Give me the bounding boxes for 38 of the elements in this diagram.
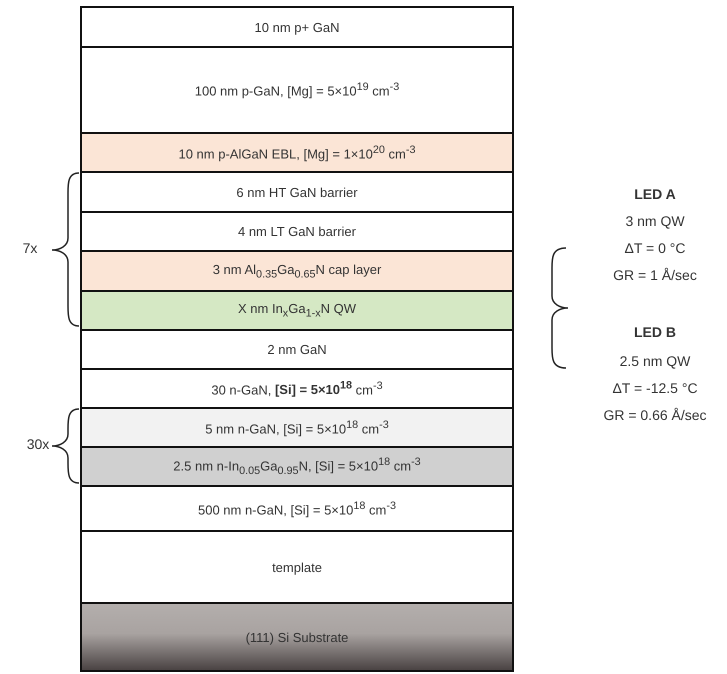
layer-label: 10 nm p+ GaN — [254, 20, 340, 34]
note: GR = 0.66 Å/sec — [603, 407, 707, 423]
note: GR = 1 Å/sec — [613, 267, 697, 283]
layer-box — [80, 132, 514, 173]
layer-box — [80, 329, 514, 370]
layer-label: (111) Si Substrate — [246, 630, 348, 644]
heading: LED B — [634, 324, 676, 340]
layer-box — [80, 6, 514, 48]
layer-label: 100 nm p-GaN, [Mg] = 5×10$^{19}$ cm$^{-3}$ — [194, 81, 400, 99]
layer-label: 30 n-GaN, [Si] = 5×10$^{18}$ cm$^{-3}$ — [211, 380, 383, 398]
layer-box — [80, 211, 514, 252]
layer-box — [80, 250, 514, 292]
layer-box — [80, 485, 514, 532]
note: 3 nm QW — [625, 213, 685, 229]
layer-label: 3 nm Al$_{0.35}$Ga$_{0.65}$N cap layer — [212, 262, 382, 280]
layer-label: 500 nm n-GaN, [Si] = 5×10$^{18}$ cm$^{-3}$ — [198, 500, 396, 518]
layer-label: 4 nm LT GaN barrier — [238, 224, 356, 239]
note: ΔT = 0 °C — [624, 240, 686, 256]
layer-label: 6 nm HT GaN barrier — [236, 184, 358, 200]
layer-box — [80, 368, 514, 409]
layer-box — [80, 446, 514, 487]
layer-box — [80, 407, 514, 448]
layer-box — [80, 290, 514, 331]
repeat-count: 30x — [26, 436, 50, 452]
repeat-count: 7x — [22, 240, 38, 256]
layer-label: template — [272, 560, 322, 574]
layer-box — [80, 602, 514, 672]
layer-label: X nm In$_{x}$Ga$_{1-x}$N QW — [238, 301, 356, 320]
layer-label: 2 nm GaN — [267, 342, 327, 357]
heading: LED A — [634, 186, 676, 202]
layer-label: 2.5 nm n-In$_{0.05}$Ga$_{0.95}$N, [Si] = 5×10$^{18}$ cm$^{-3}$ — [173, 456, 421, 477]
layer-label: 5 nm n-GaN, [Si] = 5×10$^{18}$ cm$^{-3}$ — [205, 418, 389, 436]
layer-box — [80, 171, 514, 213]
layer-label: 10 nm p-AlGaN EBL, [Mg] = 1×10$^{20}$ cm$^{-3}$ — [178, 144, 416, 162]
layer-box — [80, 46, 514, 134]
layer-box — [80, 530, 514, 604]
note: 2.5 nm QW — [620, 353, 690, 369]
note: ΔT = -12.5 °C — [612, 380, 698, 396]
